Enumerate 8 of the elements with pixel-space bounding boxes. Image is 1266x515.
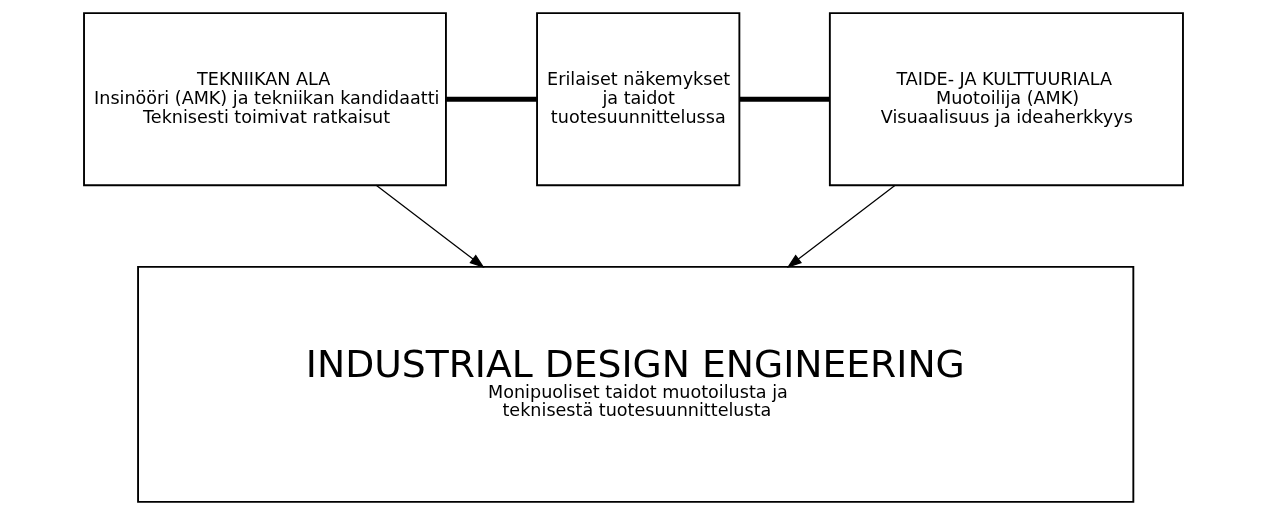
connector (445, 96, 537, 102)
arrow (786, 184, 896, 268)
arrow (375, 184, 485, 268)
node-box: TEKNIIKAN ALA Insinööri (AMK) ja tekniikan kandidaatti Teknisesti toimivat ratkaisut (82, 12, 447, 187)
node-box: TAIDE- JA KULTTUURIALA Muotoilija (AMK) Visuaalisuus ja ideaherkkyys (828, 12, 1184, 187)
node-box: Erilaiset näkemykset ja taidot tuotesuunnittelussa (535, 12, 740, 187)
connector (739, 96, 830, 102)
node-box: INDUSTRIAL DESIGN ENGINEERING Monipuoliset taidot muotoilusta ja teknisestä tuotesuunnittelusta (136, 266, 1134, 503)
